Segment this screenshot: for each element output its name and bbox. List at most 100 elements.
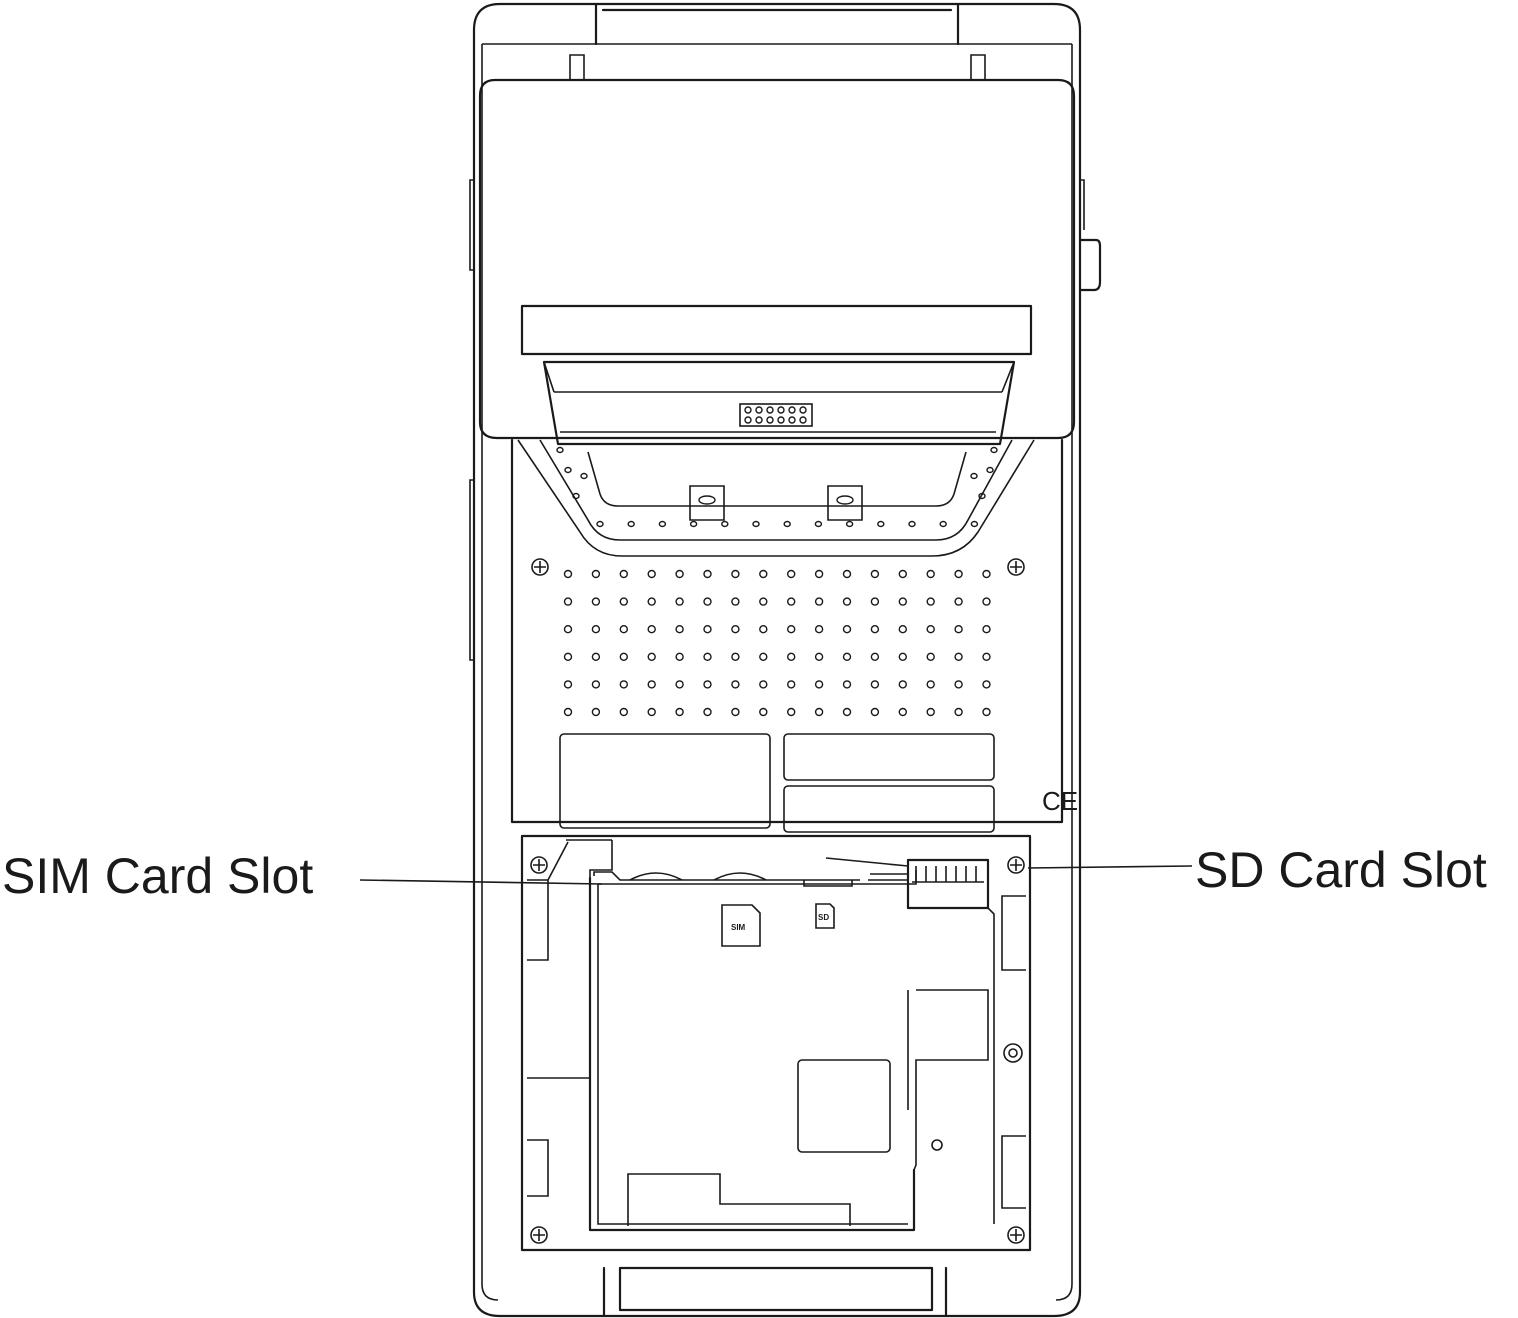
grille-hole <box>647 707 656 717</box>
grille-hole <box>675 707 684 717</box>
grille-hole <box>898 680 907 689</box>
cradle-vent-dots <box>556 446 998 528</box>
grille-hole <box>563 680 573 689</box>
vent-dot <box>939 520 947 528</box>
grille-hole <box>591 597 601 606</box>
grille-hole <box>842 597 852 606</box>
grille-hole <box>870 707 880 717</box>
sd-card-slot <box>825 857 990 910</box>
grille-hole <box>787 652 796 661</box>
grille-hole <box>591 680 601 689</box>
grille-hole <box>563 597 573 606</box>
grille-hole <box>703 625 712 634</box>
grille-hole <box>814 625 824 634</box>
back-panel: CE <box>510 438 1078 833</box>
grille-hole <box>703 569 712 579</box>
vent-dot <box>564 466 572 474</box>
grille-hole <box>619 569 628 579</box>
grille-hole <box>647 569 656 579</box>
grille-hole <box>563 625 573 634</box>
grille-hole <box>842 625 852 634</box>
screw-compartment-bl <box>530 1226 548 1244</box>
grille-hole <box>870 652 880 661</box>
sd-board-mark: SD <box>818 913 829 922</box>
grille-hole <box>954 652 963 661</box>
grille-hole <box>870 625 880 634</box>
grille-hole <box>619 652 628 661</box>
grille-hole <box>591 652 601 661</box>
grille-hole <box>563 652 573 661</box>
grille-hole <box>647 625 656 634</box>
grille-hole <box>954 597 963 606</box>
grille-hole <box>954 707 963 717</box>
grille-hole <box>814 652 824 661</box>
grille-hole <box>731 680 740 689</box>
grille-hole <box>954 680 963 689</box>
vent-dot <box>978 492 986 500</box>
printer-unit <box>478 78 1076 446</box>
grille-hole <box>675 652 684 661</box>
grille-hole <box>814 569 824 579</box>
grille-hole <box>982 652 991 661</box>
vent-dot <box>580 472 588 480</box>
sim-leader-line <box>359 879 603 885</box>
grille-hole <box>619 597 628 606</box>
grille-hole <box>898 652 907 661</box>
vent-dot <box>814 520 823 528</box>
grille-hole <box>647 652 656 661</box>
vent-dot <box>877 520 885 528</box>
ce-mark: CE <box>1042 786 1078 816</box>
screw-compartment-tl <box>530 856 548 874</box>
grille-hole <box>982 680 991 689</box>
device-body <box>469 2 1102 1318</box>
grille-hole <box>787 707 796 717</box>
vent-dot <box>908 520 916 528</box>
grille-hole <box>954 569 963 579</box>
vent-dot <box>596 520 604 528</box>
grille-hole <box>926 652 935 661</box>
grille-hole <box>842 652 852 661</box>
vent-dot <box>572 492 580 500</box>
grille-hole <box>619 680 628 689</box>
grille-hole <box>842 680 852 689</box>
grille-hole <box>647 680 656 689</box>
grille-hole <box>787 569 796 579</box>
grille-hole <box>926 625 935 634</box>
grille-hole <box>898 569 907 579</box>
vent-dot <box>658 520 667 528</box>
screw-compartment-tr <box>1007 856 1025 874</box>
grille-hole <box>870 569 880 579</box>
grille-hole <box>675 680 684 689</box>
grille-hole <box>591 569 601 579</box>
grille-hole <box>731 569 740 579</box>
grille-hole <box>731 652 740 661</box>
vent-dot <box>970 472 978 480</box>
grille-hole <box>703 597 712 606</box>
grille-hole <box>814 597 824 606</box>
grille-hole <box>814 707 824 717</box>
mainboard: SIM SD <box>588 840 995 1232</box>
vent-dot <box>721 520 729 528</box>
grille-hole <box>787 597 796 606</box>
grille-hole <box>898 707 907 717</box>
vent-dot <box>990 446 998 454</box>
grille-hole <box>787 625 796 634</box>
battery-compartment <box>520 834 1032 1252</box>
grille-hole <box>954 625 963 634</box>
grille-hole <box>926 597 935 606</box>
grille-hole <box>982 707 991 717</box>
vent-dot <box>556 446 564 454</box>
sim-card-slot <box>547 839 860 887</box>
vent-dot <box>752 520 760 528</box>
screw-upper-right <box>1007 558 1025 576</box>
grille-hole <box>870 597 880 606</box>
grille-hole <box>563 569 573 579</box>
grille-hole <box>563 707 573 717</box>
sd-icon: SD <box>815 903 835 929</box>
connector-pins <box>744 406 807 424</box>
vent-dot <box>970 520 979 528</box>
grille-hole <box>731 707 740 717</box>
sd-leader-line <box>1027 865 1193 869</box>
grille-hole <box>759 652 768 661</box>
